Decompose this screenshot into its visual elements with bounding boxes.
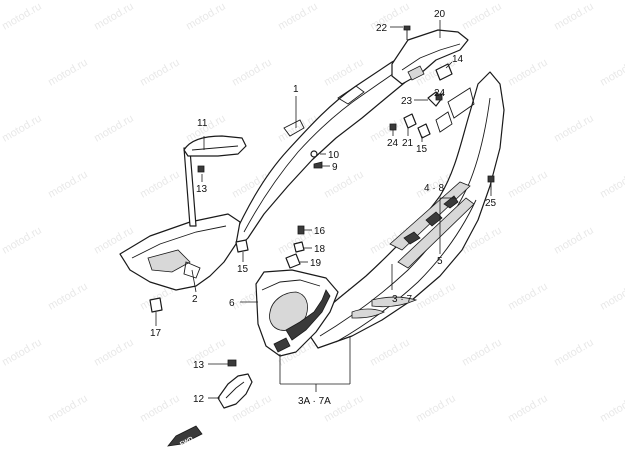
watermark-text: motod.ru: [184, 0, 228, 32]
watermark-text: motod.ru: [598, 280, 625, 312]
leader-lines: [155, 20, 492, 399]
callout-18: 18: [314, 244, 326, 255]
callout-21: 21: [402, 138, 414, 149]
watermark-text: motod.ru: [460, 0, 504, 32]
watermark-text: motod.ru: [92, 112, 136, 144]
callout-19: 19: [310, 258, 322, 269]
watermark-text: motod.ru: [46, 280, 90, 312]
watermark-text: motod.ru: [598, 168, 625, 200]
callout-3-7: 3 · 7: [392, 294, 412, 305]
watermark-text: motod.ru: [598, 56, 625, 88]
watermark-text: motod.ru: [506, 280, 550, 312]
watermark-text: motod.ru: [506, 56, 550, 88]
lower-frame-part-2: [119, 147, 241, 291]
watermark-text: motod.ru: [138, 56, 182, 88]
watermark-text: motod.ru: [138, 168, 182, 200]
callout-13a: 13: [196, 184, 208, 195]
watermark-text: motod.ru: [230, 56, 274, 88]
watermark-text: motod.ru: [552, 224, 596, 256]
callout-16: 16: [314, 226, 326, 237]
callout-5: 5: [437, 256, 443, 267]
watermark-text: motod.ru: [0, 224, 44, 256]
callout-20: 20: [434, 9, 446, 20]
watermark-text: motod.ru: [138, 392, 182, 424]
watermark-text: motod.ru: [46, 392, 90, 424]
callout-2: 2: [192, 294, 198, 305]
callout-22: 22: [376, 23, 388, 34]
watermark-text: motod.ru: [414, 392, 458, 424]
callout-17: 17: [150, 328, 162, 339]
watermark-text: motod.ru: [506, 168, 550, 200]
watermark-text: motod.ru: [46, 168, 90, 200]
callout-15b: 15: [237, 264, 249, 275]
watermark-text: motod.ru: [598, 392, 625, 424]
callout-6: 6: [229, 298, 235, 309]
watermark-text: motod.ru: [322, 168, 366, 200]
watermark-text: motod.ru: [552, 112, 596, 144]
callout-24a: 24: [434, 88, 446, 99]
callout-13b: 13: [193, 360, 205, 371]
watermark-text: motod.ru: [276, 0, 320, 32]
fwd-arrow: FWD: [167, 425, 203, 448]
callout-14: 14: [452, 54, 464, 65]
callout-25: 25: [485, 198, 497, 209]
callout-11: 11: [197, 118, 208, 129]
callout-23: 23: [401, 96, 413, 107]
tail-cover-part-20: [391, 29, 469, 85]
callout-10: 10: [328, 150, 340, 161]
callout-12: 12: [193, 394, 205, 405]
watermark-text: motod.ru: [46, 56, 90, 88]
callout-15a: 15: [416, 144, 428, 155]
watermark-text: motod.ru: [506, 392, 550, 424]
watermark-text: motod.ru: [460, 336, 504, 368]
watermark-text: motod.ru: [92, 336, 136, 368]
callout-4-8: 4 · 8: [424, 183, 444, 194]
callout-labels: 1 20 22 14 23 24 24 21 15 10 9 4 · 8 25 …: [150, 9, 497, 407]
watermark-text: motod.ru: [552, 336, 596, 368]
watermark-text: motod.ru: [368, 336, 412, 368]
watermark-text: motod.ru: [92, 0, 136, 32]
frame-cover-part-1: [231, 39, 441, 247]
bracket-part-11: [183, 135, 247, 157]
clip-part-12: [217, 373, 253, 409]
callout-1: 1: [293, 84, 299, 95]
side-panel-part-5: [305, 71, 505, 349]
watermark-text: motod.ru: [0, 112, 44, 144]
watermark-text: motod.ru: [0, 336, 44, 368]
watermark-text: motod.ru: [552, 0, 596, 32]
callout-24b: 24: [387, 138, 399, 149]
watermark-text: motod.ru: [0, 0, 44, 32]
callout-9: 9: [332, 162, 338, 173]
callout-3a-7a: 3A · 7A: [298, 396, 331, 407]
side-cover-part-6: [255, 269, 339, 357]
